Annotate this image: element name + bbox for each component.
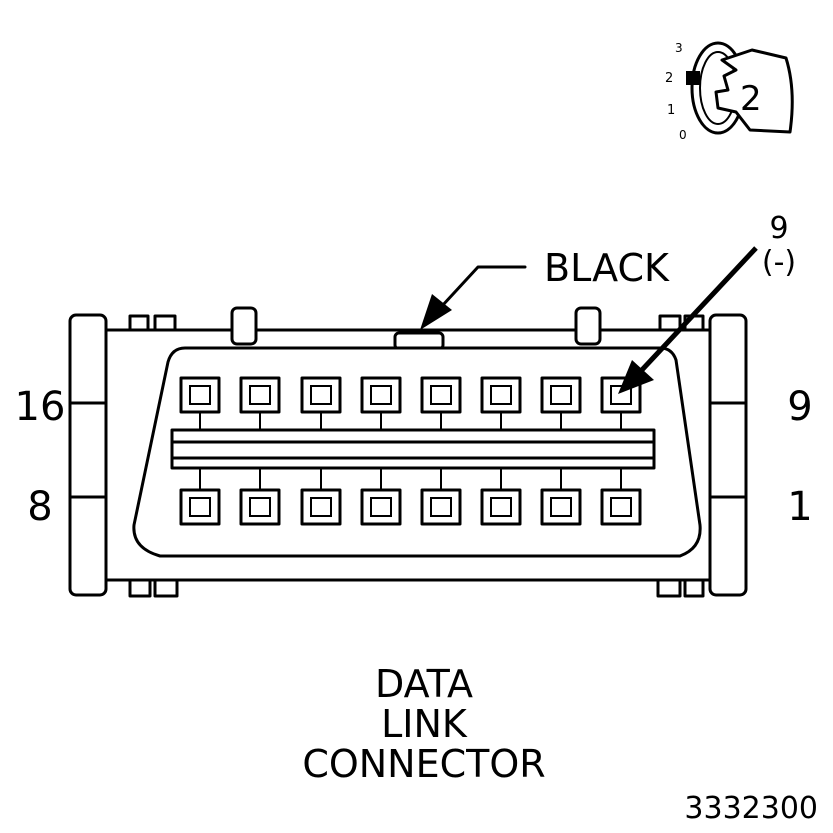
pin-cavity (239, 376, 281, 430)
wire-color-callout: BLACK (420, 246, 670, 330)
pin-cavity (600, 468, 642, 526)
pin-grid (179, 376, 642, 526)
pin-label-top-left: 16 (15, 384, 66, 430)
wire-color-label: BLACK (544, 246, 670, 290)
pin-label-bottom-left: 8 (27, 484, 52, 530)
pin-cavity (420, 468, 462, 526)
ignition-position-marker (686, 71, 700, 85)
pin-callout: 9 (-) (618, 211, 796, 394)
pin-cavity (300, 468, 342, 526)
callout-pin-number: 9 (769, 211, 788, 246)
ignition-position-label: 3 (675, 41, 683, 55)
connector-housing (68, 306, 748, 598)
left-mounting-ear (68, 313, 108, 597)
ignition-position-label: 0 (679, 128, 687, 142)
key-number: 2 (740, 79, 762, 119)
title-line: LINK (381, 702, 468, 746)
pin-cavity (540, 468, 582, 526)
callout-pin-polarity: (-) (762, 245, 796, 280)
pin-cavity (360, 468, 402, 526)
ignition-position-label: 1 (667, 103, 675, 118)
pin-cavity (420, 376, 462, 430)
pin-cavity (239, 468, 281, 526)
arrow-head-icon (618, 360, 654, 394)
pin-cavity (360, 376, 402, 430)
pin-cavity (480, 468, 522, 526)
pin-cavity (179, 468, 221, 526)
title-line: CONNECTOR (302, 742, 545, 786)
pin-cavity (480, 376, 522, 430)
title-line: DATA (375, 662, 473, 706)
arrow-head-icon (420, 294, 452, 330)
pin-label-bottom-right: 1 (787, 484, 812, 530)
pin-label-top-right: 9 (787, 384, 812, 430)
figure-number: 3332300 (684, 791, 818, 826)
ignition-key-icon: 3 2 1 0 2 (665, 41, 794, 142)
right-mounting-ear (708, 313, 748, 597)
pin-cavity (540, 376, 582, 430)
ignition-position-label: 2 (665, 71, 673, 86)
pin-cavity (300, 376, 342, 430)
pin-cavity (179, 376, 221, 430)
